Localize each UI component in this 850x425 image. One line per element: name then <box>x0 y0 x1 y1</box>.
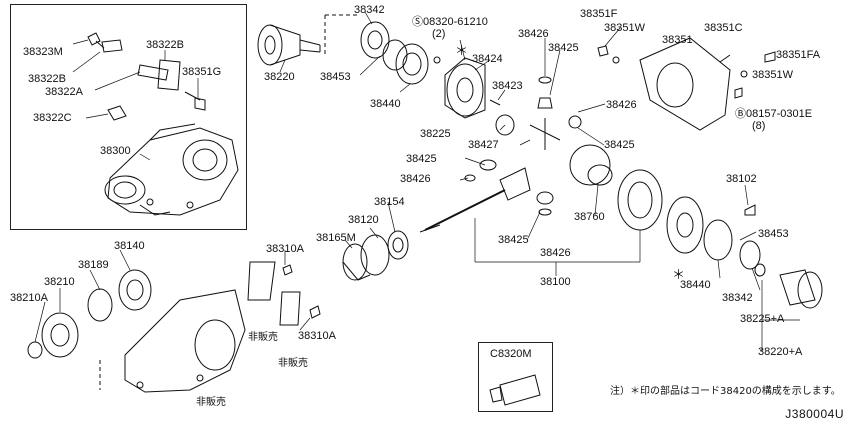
part-label: Ⓢ08320-61210 <box>412 16 488 28</box>
part-label: 38210A <box>10 292 48 304</box>
part-label: 38322B <box>146 39 184 51</box>
part-label: 38426 <box>540 247 571 259</box>
not-for-sale-label: 非販売 <box>248 332 278 343</box>
carrier-assembly-drawing <box>104 123 239 216</box>
part-label: 38310A <box>298 330 336 342</box>
part-label: C8320M <box>490 348 532 360</box>
part-label: Ⓑ08157-0301E <box>735 108 813 120</box>
part-label: 38323M <box>23 46 63 58</box>
part-label: 38426 <box>518 28 549 40</box>
star-marker: ＊ <box>455 43 469 58</box>
ring-gear-drawing <box>617 169 663 231</box>
part-label: 38453 <box>320 71 351 83</box>
part-label: 38427 <box>468 139 499 151</box>
part-label: 38440 <box>680 279 711 291</box>
part-label: 38440 <box>370 98 401 110</box>
companion-flange-drawing <box>257 24 321 66</box>
lower-carrier-drawing <box>124 289 246 393</box>
grease-part-box <box>478 342 553 412</box>
differential-case-drawing <box>433 56 561 150</box>
part-label: 38351F <box>580 8 618 20</box>
rear-cover-drawing <box>597 37 776 131</box>
part-label: 38120 <box>348 214 379 226</box>
not-for-sale-label: 非販売 <box>278 358 308 369</box>
footnote: 注）＊印の部品はコード38420の構成を示します。 <box>610 386 841 397</box>
part-label: 38351FA <box>776 49 821 61</box>
part-label: 38351W <box>752 69 793 81</box>
part-label: 38310A <box>266 243 304 255</box>
mount-bracket-drawing <box>247 261 321 326</box>
not-for-sale-label: 非販売 <box>196 397 226 408</box>
part-label: 38102 <box>726 173 757 185</box>
part-label: 38140 <box>114 240 145 252</box>
part-label: 38225+A <box>740 313 785 325</box>
part-label: 38342 <box>354 4 385 16</box>
drive-pinion-drawing <box>419 167 531 233</box>
diagram-code: J380004U <box>785 407 844 421</box>
part-label: 38300 <box>100 145 131 157</box>
part-label: 38425 <box>548 42 579 54</box>
part-label: 38189 <box>78 259 109 271</box>
part-label: 38351C <box>704 22 743 34</box>
part-label: 38154 <box>374 196 405 208</box>
side-gear-drawing <box>464 115 613 216</box>
part-label: 38210 <box>44 276 75 288</box>
part-label: 38425 <box>406 153 437 165</box>
main-leaders <box>34 11 800 351</box>
part-label: 38220+A <box>758 346 803 358</box>
part-label: 38220 <box>264 71 295 83</box>
inset-frame <box>10 4 247 230</box>
differential-right-drawing <box>666 196 823 309</box>
part-label: 38760 <box>574 211 605 223</box>
part-label: 38423 <box>492 80 523 92</box>
part-label: 38165M <box>316 232 356 244</box>
part-label: 38425 <box>604 139 635 151</box>
part-label: (8) <box>752 120 766 132</box>
part-label: 38322B <box>28 73 66 85</box>
part-label: 38342 <box>722 292 753 304</box>
part-label: 38225 <box>420 128 451 140</box>
bearing-drawing <box>360 21 429 85</box>
part-label: 38351 <box>662 34 693 46</box>
part-label: 38426 <box>606 99 637 111</box>
mount-hardware-drawing <box>87 32 206 121</box>
part-label: 38322C <box>33 112 72 124</box>
part-label: (2) <box>432 28 446 40</box>
part-label: 38351W <box>604 22 645 34</box>
grease-tube-drawing <box>489 374 541 406</box>
part-label: 38424 <box>472 53 503 65</box>
part-label: 38425 <box>498 234 529 246</box>
star-marker: ＊ <box>672 267 686 282</box>
part-label: 38322A <box>45 86 83 98</box>
part-label: 38351G <box>182 66 222 78</box>
inset-leaders <box>72 39 199 161</box>
part-label: 38453 <box>758 228 789 240</box>
pinion-bearing-drawing <box>342 230 409 281</box>
part-label: 38100 <box>540 276 571 288</box>
part-label: 38426 <box>400 173 431 185</box>
